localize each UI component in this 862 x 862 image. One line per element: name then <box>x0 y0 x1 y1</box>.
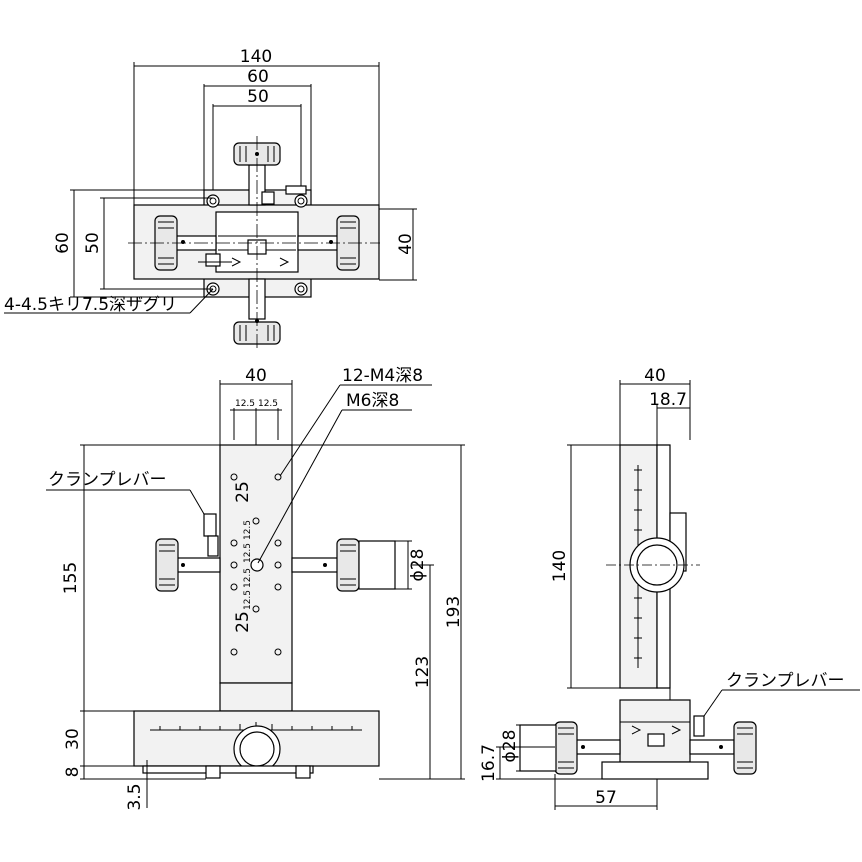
dim-top-vert-50: 50 <box>83 232 103 254</box>
dim-front-193: 193 <box>444 596 464 628</box>
tap-hole <box>274 539 282 547</box>
tap-hole <box>274 561 282 569</box>
dim-top-140: 140 <box>240 47 272 67</box>
tap-note: 12-M4深8 <box>342 366 423 386</box>
tap-hole <box>252 517 260 525</box>
front-clamp-lever <box>203 513 217 537</box>
dim-front-3-5: 3.5 <box>125 783 145 810</box>
dim-side-knob-dia: ϕ28 <box>500 730 520 763</box>
dim-front-pitch-v3: 12.5 <box>243 568 253 588</box>
tap-hole <box>230 648 238 656</box>
dim-front-pitch-v4: 12.5 <box>243 590 253 610</box>
dim-front-8: 8 <box>63 767 83 778</box>
front-clamp-label: クランプレバー <box>48 470 167 490</box>
front-knob-right <box>336 538 360 592</box>
top-view: 140 60 50 <box>4 47 417 350</box>
side-knob-left <box>554 721 578 775</box>
dim-top-vert-60: 60 <box>53 232 73 254</box>
center-tap-note: M6深8 <box>346 391 399 411</box>
side-knob-right <box>733 721 757 775</box>
dim-front-pitch-v1: 12.5 <box>243 520 253 540</box>
top-clamp-lever-side <box>205 253 221 267</box>
side-clamp-lever <box>693 715 705 737</box>
dim-side-57: 57 <box>595 788 617 808</box>
tap-hole <box>230 473 238 481</box>
side-clamp-label: クランプレバー <box>726 671 845 691</box>
side-view: 40 18.7 140 <box>479 366 860 810</box>
counterbore-hole <box>294 194 308 208</box>
hole-note: 4-4.5キリ7.5深ザグリ <box>4 295 177 315</box>
tap-hole <box>252 605 260 613</box>
dim-top-vert-40: 40 <box>396 233 416 255</box>
dim-front-123: 123 <box>413 656 433 688</box>
front-view: 40 12.5 12.5 25 12.5 12.5 12.5 12.5 25 <box>46 366 465 811</box>
dim-front-155: 155 <box>61 562 81 594</box>
dim-front-25-lower: 25 <box>233 611 253 633</box>
dim-side-140: 140 <box>550 550 570 582</box>
counterbore-hole <box>294 282 308 296</box>
dim-top-50: 50 <box>247 87 269 107</box>
dim-front-pitch-v2: 12.5 <box>243 543 253 563</box>
center-tap-hole <box>250 558 264 572</box>
tap-hole <box>274 583 282 591</box>
tap-hole <box>274 473 282 481</box>
top-clamp-lever <box>285 185 307 195</box>
tap-hole <box>230 561 238 569</box>
dim-side-18-7: 18.7 <box>649 390 687 410</box>
dim-front-40: 40 <box>245 366 267 386</box>
tap-hole <box>274 648 282 656</box>
dim-front-pitch-b: 12.5 <box>258 399 278 409</box>
dim-side-40: 40 <box>644 366 666 386</box>
counterbore-hole <box>206 194 220 208</box>
side-lower-stage <box>619 699 691 763</box>
tap-hole <box>230 583 238 591</box>
dim-front-pitch-a: 12.5 <box>235 399 255 409</box>
front-knob-outline <box>358 540 396 590</box>
tap-hole <box>230 539 238 547</box>
dim-front-30: 30 <box>63 728 83 750</box>
dim-front-25-upper: 25 <box>233 481 253 503</box>
dim-side-16-7: 16.7 <box>479 744 499 782</box>
front-knob-left <box>155 538 179 592</box>
dim-top-60: 60 <box>247 67 269 87</box>
